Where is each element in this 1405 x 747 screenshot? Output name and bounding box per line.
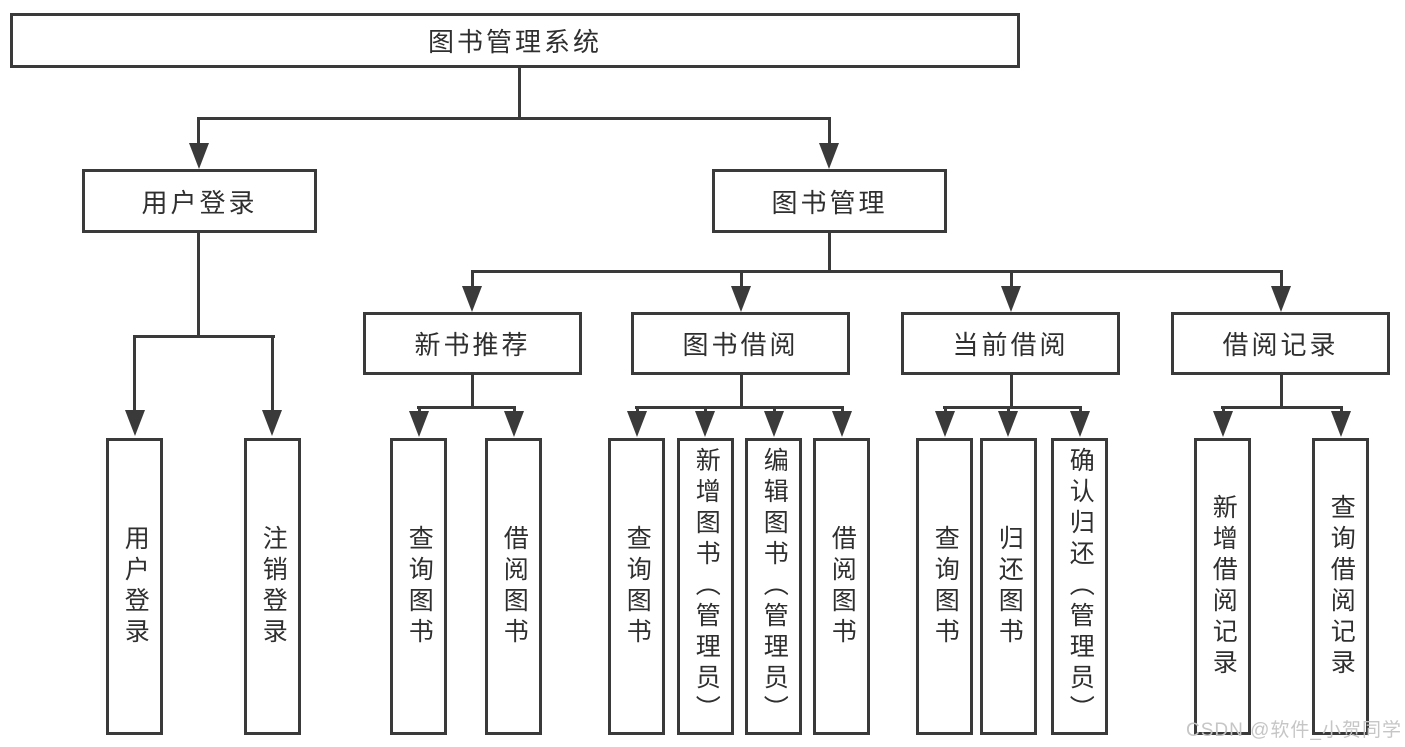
node-book-management: 图书管理 — [712, 169, 947, 233]
node-new-book-recommendation: 新书推荐 — [363, 312, 582, 375]
node-label: 用户登录 — [141, 187, 258, 218]
connector-line — [471, 270, 474, 288]
arrowhead-down-icon — [832, 411, 852, 437]
leaf-edit-books-admin: 编辑图书（管理员） — [745, 438, 802, 735]
connector-line — [133, 335, 136, 410]
connector-line — [513, 406, 516, 413]
arrowhead-down-icon — [1331, 411, 1351, 437]
leaf-label: 借阅图书 — [500, 524, 529, 649]
arrowhead-down-icon — [731, 286, 751, 312]
node-label: 图书管理系统 — [427, 27, 602, 57]
node-label: 当前借阅 — [952, 330, 1069, 360]
leaf-label: 新增借阅记录 — [1209, 493, 1238, 680]
connector-line — [518, 68, 521, 119]
leaf-label: 借阅图书 — [828, 524, 857, 649]
arrowhead-down-icon — [627, 411, 647, 437]
arrowhead-down-icon — [189, 143, 209, 169]
node-current-borrowing: 当前借阅 — [901, 312, 1120, 375]
connector-line — [1280, 375, 1283, 408]
leaf-return-books: 归还图书 — [980, 438, 1037, 735]
connector-line — [271, 335, 274, 410]
arrowhead-down-icon — [409, 411, 429, 437]
node-library-management-system: 图书管理系统 — [10, 13, 1020, 68]
connector-line — [1222, 406, 1225, 413]
arrowhead-down-icon — [695, 411, 715, 437]
leaf-add-borrow-record: 新增借阅记录 — [1194, 438, 1251, 735]
arrowhead-down-icon — [819, 143, 839, 169]
node-user-login: 用户登录 — [82, 169, 317, 233]
leaf-label: 编辑图书（管理员） — [760, 447, 789, 726]
leaf-borrow-books: 借阅图书 — [485, 438, 542, 735]
connector-line — [417, 406, 515, 409]
node-label: 图书借阅 — [682, 330, 799, 360]
connector-line — [773, 406, 776, 413]
connector-line — [197, 117, 831, 120]
connector-line — [828, 233, 831, 273]
node-borrowing-records: 借阅记录 — [1171, 312, 1390, 375]
connector-line — [828, 117, 831, 146]
arrowhead-down-icon — [1271, 286, 1291, 312]
connector-line — [1010, 375, 1013, 408]
leaf-label: 查询图书 — [405, 524, 434, 649]
connector-line — [635, 406, 843, 409]
arrowhead-down-icon — [262, 410, 282, 436]
leaf-query-books: 查询图书 — [916, 438, 973, 735]
connector-line — [197, 117, 200, 146]
leaf-query-books: 查询图书 — [608, 438, 665, 735]
connector-line — [197, 233, 200, 337]
leaf-label: 新增图书（管理员） — [692, 447, 721, 726]
leaf-borrow-books: 借阅图书 — [813, 438, 870, 735]
connector-line — [1079, 406, 1082, 413]
connector-line — [636, 406, 639, 413]
arrowhead-down-icon — [998, 411, 1018, 437]
node-label: 新书推荐 — [414, 330, 531, 360]
leaf-query-books: 查询图书 — [390, 438, 447, 735]
connector-line — [471, 270, 1283, 273]
leaf-label: 用户登录 — [121, 524, 150, 649]
leaf-user-login: 用户登录 — [106, 438, 163, 735]
arrowhead-down-icon — [935, 411, 955, 437]
leaf-label: 注销登录 — [259, 524, 288, 649]
node-label: 图书管理 — [771, 187, 888, 218]
leaf-label: 查询借阅记录 — [1327, 493, 1356, 680]
arrowhead-down-icon — [1001, 286, 1021, 312]
connector-line — [1340, 406, 1343, 413]
node-label: 借阅记录 — [1222, 330, 1339, 360]
arrowhead-down-icon — [504, 411, 524, 437]
leaf-add-books-admin: 新增图书（管理员） — [677, 438, 734, 735]
node-book-borrowing: 图书借阅 — [631, 312, 850, 375]
connector-line — [944, 406, 947, 413]
arrowhead-down-icon — [462, 286, 482, 312]
leaf-query-borrow-record: 查询借阅记录 — [1312, 438, 1369, 735]
leaf-label: 确认归还（管理员） — [1066, 447, 1095, 726]
connector-line — [471, 375, 474, 408]
connector-line — [740, 270, 743, 288]
arrowhead-down-icon — [1070, 411, 1090, 437]
connector-line — [943, 406, 1081, 409]
arrowhead-down-icon — [1213, 411, 1233, 437]
leaf-label: 查询图书 — [623, 524, 652, 649]
leaf-confirm-return-admin: 确认归还（管理员） — [1051, 438, 1108, 735]
leaf-label: 查询图书 — [931, 524, 960, 649]
connector-line — [1010, 270, 1013, 288]
connector-line — [133, 335, 275, 338]
csdn-watermark: CSDN @软件_小贺同学 — [1186, 720, 1402, 741]
connector-line — [704, 406, 707, 413]
connector-line — [1280, 270, 1283, 288]
arrowhead-down-icon — [125, 410, 145, 436]
arrowhead-down-icon — [764, 411, 784, 437]
connector-line — [841, 406, 844, 413]
connector-line — [1007, 406, 1010, 413]
leaf-logout: 注销登录 — [244, 438, 301, 735]
connector-line — [418, 406, 421, 413]
leaf-label: 归还图书 — [995, 524, 1024, 649]
connector-line — [1221, 406, 1341, 409]
connector-line — [740, 375, 743, 408]
